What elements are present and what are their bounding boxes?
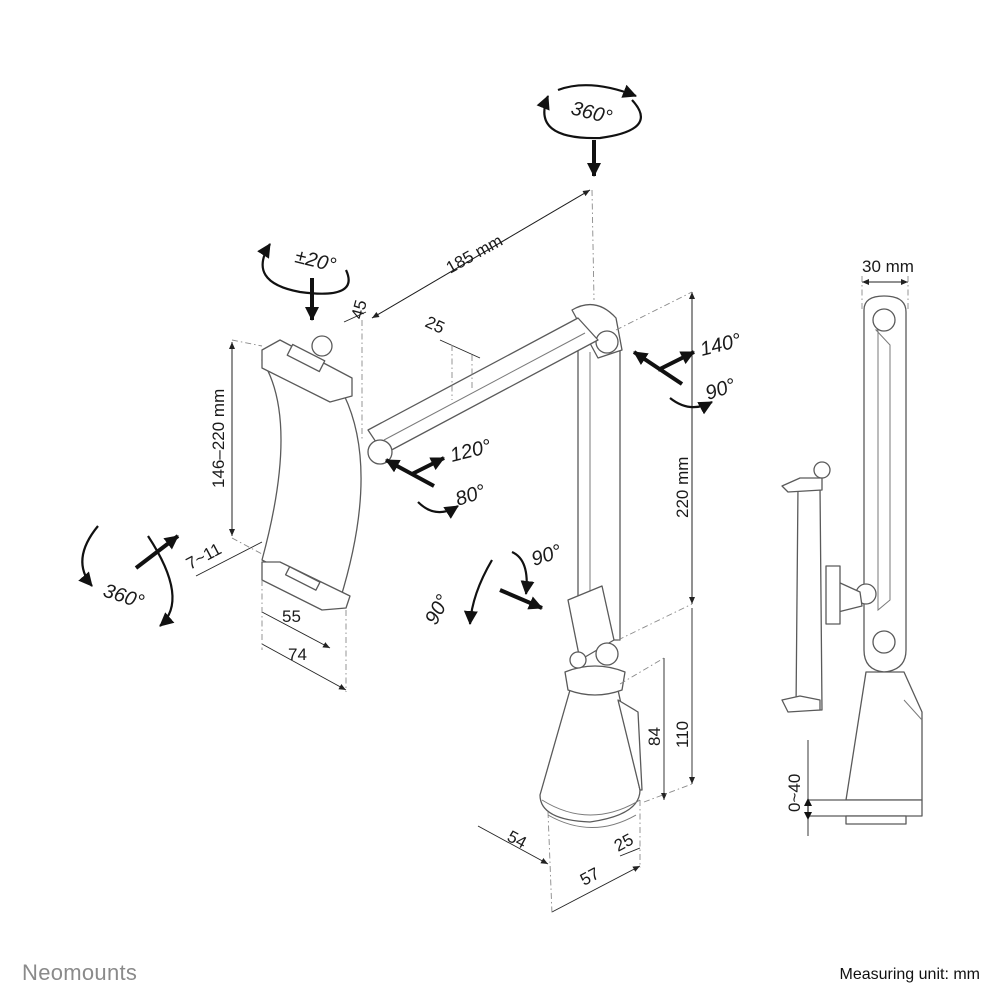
label-holder-55: 55	[282, 607, 301, 626]
horizontal-arm	[367, 317, 599, 455]
label-arm-length: 185 mm	[443, 231, 506, 277]
label-lower-right: 90°	[529, 540, 565, 570]
label-holder-range: 146–220 mm	[209, 389, 228, 488]
rotation-arrows	[78, 84, 713, 627]
label-offset-45: 45	[348, 298, 371, 321]
side-pole	[863, 295, 907, 673]
label-joint-down: 80°	[453, 480, 489, 510]
label-depth-7-11: 7~11	[183, 539, 225, 573]
label-base-57: 57	[577, 864, 603, 890]
labels: 185 mm 30 mm 146–220 mm 220 mm 45 25 7~1…	[100, 98, 914, 890]
label-holder-74: 74	[288, 645, 307, 664]
label-lower-left: 90°	[421, 591, 455, 628]
dimension-lines	[195, 189, 909, 915]
measuring-unit-note: Measuring unit: mm	[839, 966, 981, 983]
label-joint-up: 120°	[448, 435, 493, 466]
label-pole-height: 220 mm	[673, 457, 692, 518]
brand-logo: Neomounts	[22, 960, 138, 985]
label-base-110: 110	[673, 721, 692, 748]
label-clamp-range: 0~40	[785, 774, 804, 812]
main-mount-drawing	[261, 303, 643, 828]
side-holder	[795, 485, 823, 711]
side-clamp	[845, 671, 923, 801]
label-side-width: 30 mm	[862, 257, 914, 276]
label-base-54: 54	[504, 827, 530, 853]
side-view-drawing	[781, 295, 923, 825]
label-elbow-down: 90°	[703, 374, 739, 404]
label-holder-tilt: ±20°	[293, 246, 338, 277]
label-elbow-up: 140°	[698, 329, 743, 360]
label-offset-25-top: 25	[422, 312, 447, 337]
label-holder-rotate: 360°	[100, 580, 146, 614]
label-base-84: 84	[645, 727, 664, 746]
clamp-base	[539, 689, 641, 823]
label-base-25: 25	[611, 830, 637, 856]
label-top-swivel: 360°	[569, 98, 614, 129]
